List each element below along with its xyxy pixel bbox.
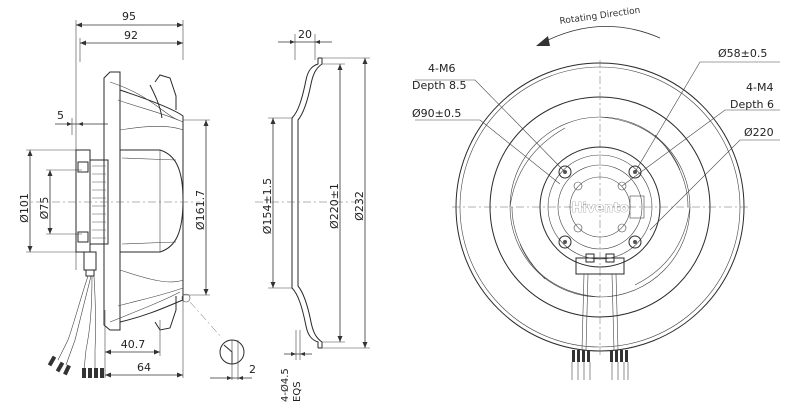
profile-view: 20 Ø154±1.5 Ø220±1 [255, 28, 370, 402]
dim-dia-232-label: Ø232 [353, 191, 366, 221]
callout-m6-depth: Depth 8.5 [412, 79, 467, 92]
dim-40-7-label: 40.7 [121, 338, 146, 351]
dim-95-label: 95 [122, 10, 136, 23]
dim-dia-75-label: Ø75 [38, 197, 51, 220]
dim-dia-220-label: Ø220±1 [328, 183, 341, 229]
callout-m6: 4-M6 [428, 62, 455, 75]
rotating-direction-arrow: Rotating Direction [536, 6, 661, 46]
callout-m4: 4-M4 [746, 81, 773, 94]
motor-front: Hivento [539, 146, 661, 268]
dim-dia-101-label: Ø101 [18, 193, 31, 223]
dim-holes: 4-Ø4.5 EQS [279, 330, 312, 402]
detail-view: 2 [181, 293, 256, 380]
dim-dia-154-label: Ø154±1.5 [261, 178, 274, 234]
front-view: Rotating Direction [412, 6, 780, 380]
dim-40-7: 40.7 [105, 338, 160, 355]
callout-m4-depth: Depth 6 [730, 98, 774, 111]
callout-d220: Ø220 [744, 126, 774, 139]
dim-64: 64 [105, 361, 183, 378]
dim-dia-220: Ø220±1 [322, 63, 345, 343]
rotating-direction-label: Rotating Direction [559, 6, 641, 27]
callout-leaders [415, 61, 780, 231]
dim-dia-154: Ø154±1.5 [261, 117, 292, 289]
dim-5: 5 [55, 109, 108, 135]
dim-holes-eqs-label: EQS [292, 381, 303, 402]
dim-dia-161: Ø161.7 [183, 119, 210, 296]
dim-64-label: 64 [137, 361, 151, 374]
dim-dia-101: Ø101 [18, 149, 82, 253]
front-cable-exit [571, 253, 629, 380]
detail-gap-label: 2 [249, 363, 256, 376]
brand-logo: Hivento [571, 201, 628, 216]
dim-95: 95 [76, 10, 183, 28]
dim-dia-161-label: Ø161.7 [194, 190, 207, 230]
dim-holes-label: 4-Ø4.5 [279, 368, 291, 402]
dim-5-label: 5 [57, 109, 64, 122]
callout-d90: Ø90±0.5 [412, 107, 461, 120]
fan-side-body [75, 71, 184, 331]
dim-92: 92 [80, 29, 183, 46]
dim-dia-232: Ø232 [322, 57, 370, 349]
dim-92-label: 92 [124, 29, 138, 42]
dim-20-label: 20 [298, 28, 312, 41]
side-cables [47, 275, 104, 378]
callout-d58: Ø58±0.5 [718, 47, 767, 60]
inlet-ring-profile [291, 57, 323, 349]
dim-20: 20 [278, 28, 332, 44]
side-view: 95 92 5 Ø101 Ø75 [18, 10, 256, 380]
